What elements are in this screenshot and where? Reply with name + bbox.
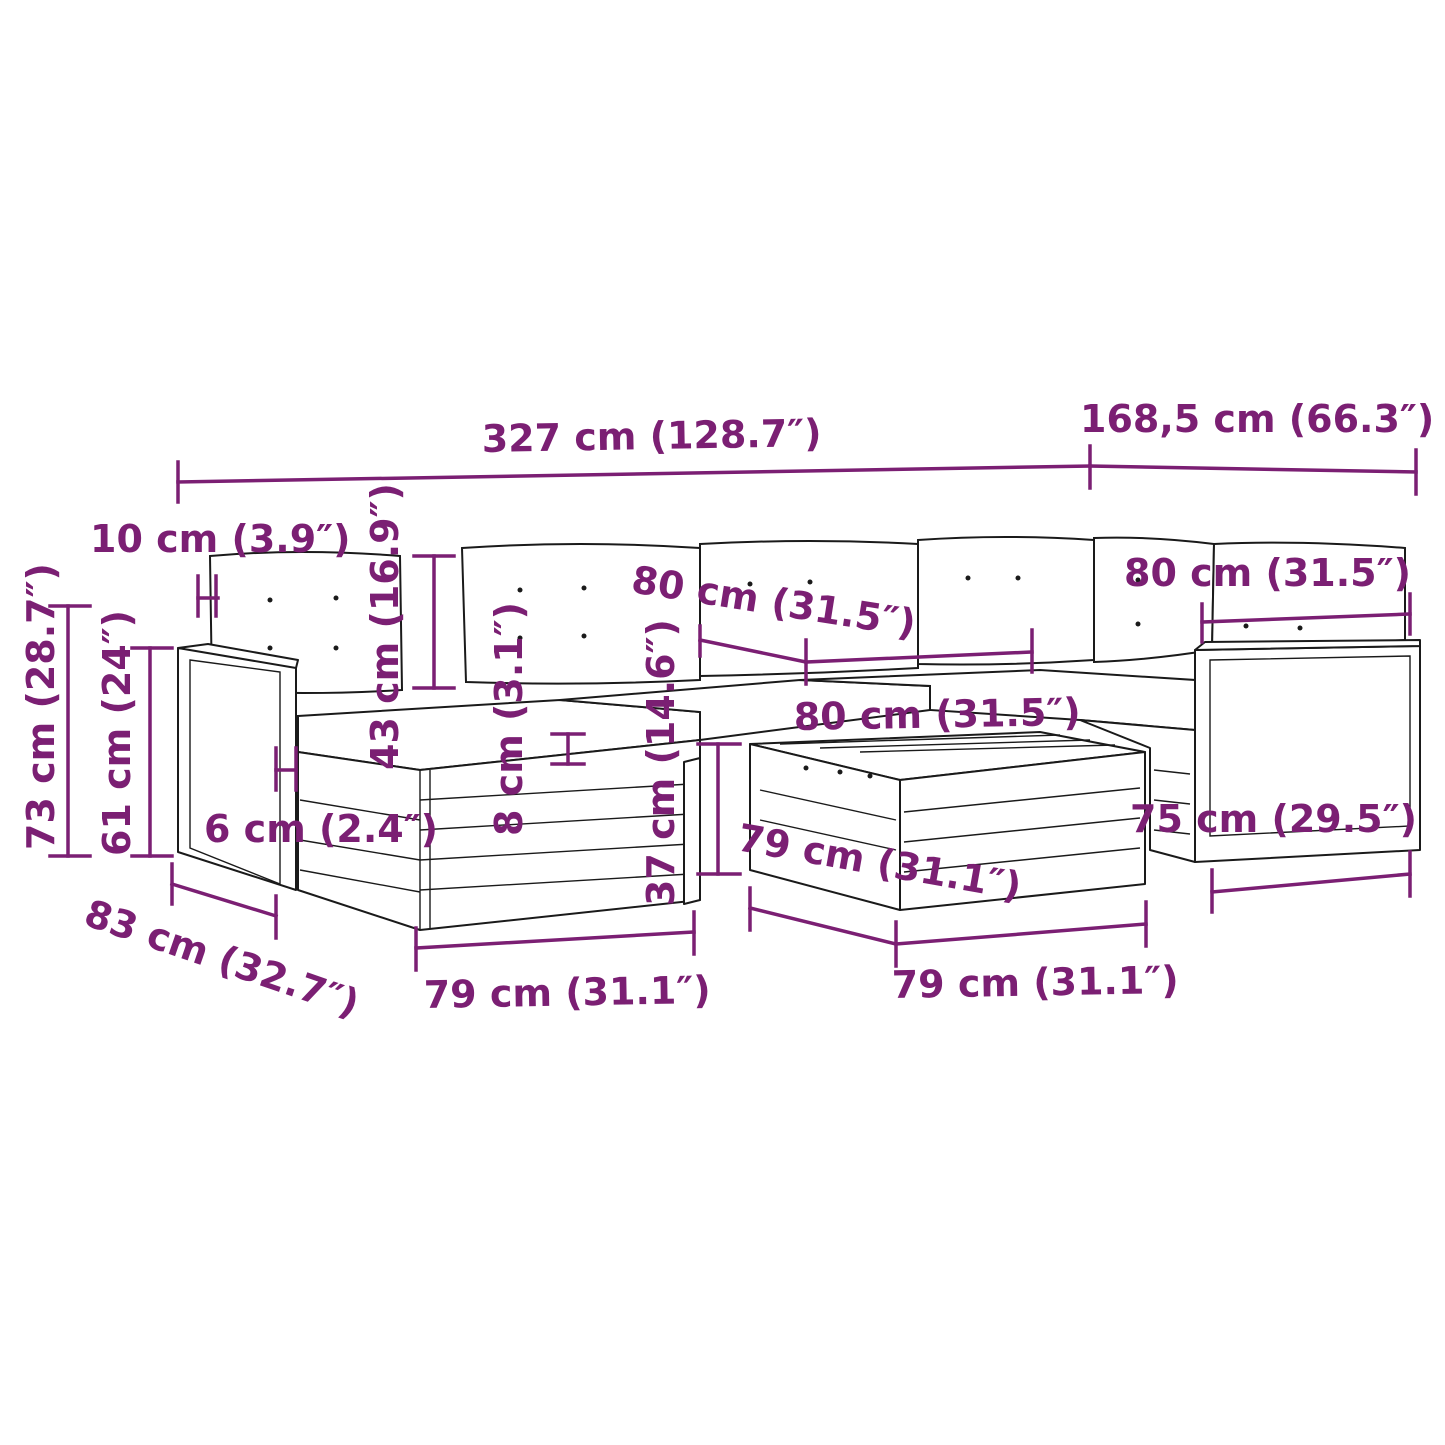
label-middle-seat-width: 80 cm (31.5″) xyxy=(793,690,1081,739)
back-cushion-3 xyxy=(699,540,919,678)
label-armrest-height: 61 cm (24″) xyxy=(95,610,139,856)
left-armrest-top xyxy=(177,643,299,669)
right-module xyxy=(1079,639,1421,863)
label-leg-offset: 6 cm (2.4″) xyxy=(204,807,438,851)
middle-module-edge xyxy=(683,757,701,905)
label-right-module-depth: 75 cm (29.5″) xyxy=(1130,797,1417,841)
back-cushion-2 xyxy=(460,543,701,685)
coffee-table xyxy=(749,731,1146,911)
label-total-width: 327 cm (128.7″) xyxy=(481,411,822,461)
right-armrest-top xyxy=(1194,639,1421,651)
seat-cushions xyxy=(297,668,1196,772)
dimension-lines xyxy=(48,444,1418,972)
label-table-width: 79 cm (31.1″) xyxy=(891,958,1179,1007)
label-total-height: 73 cm (28.7″) xyxy=(19,563,63,850)
label-corner-width: 80 cm (31.5″) xyxy=(1124,551,1411,595)
label-seat-cushion-thickness: 8 cm (3.1″) xyxy=(487,602,531,836)
label-seat-width: 79 cm (31.1″) xyxy=(423,968,711,1017)
right-seat-frame xyxy=(1079,719,1196,863)
label-seat-height: 37 cm (14.6″) xyxy=(639,619,683,906)
label-back-cushion-height: 43 cm (16.9″) xyxy=(363,483,407,770)
left-armrest-module xyxy=(177,643,299,891)
label-left-module-depth: 83 cm (32.7″) xyxy=(79,891,365,1026)
back-cushion-4 xyxy=(917,536,1095,666)
furniture-drawing xyxy=(177,536,1421,931)
label-armrest-width: 10 cm (3.9″) xyxy=(90,517,351,561)
label-total-depth: 168,5 cm (66.3″) xyxy=(1080,397,1434,441)
